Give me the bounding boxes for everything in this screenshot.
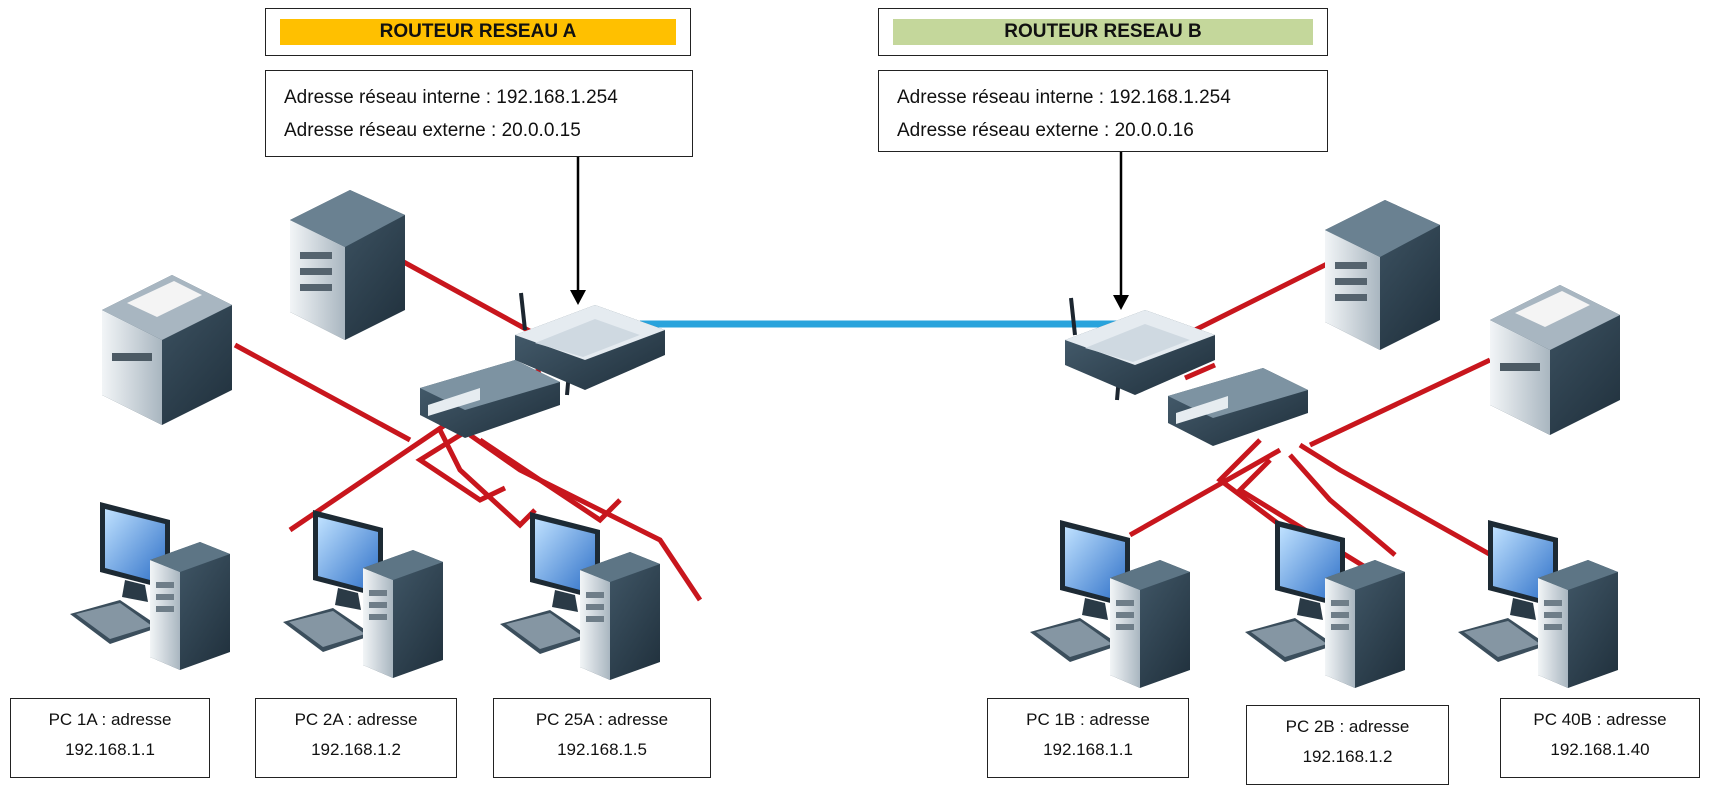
router-a-address-box: Adresse réseau interne : 192.168.1.254 A… [265,70,693,157]
pc-2a [283,510,443,678]
printer-a [102,275,232,425]
pc-2b-name: PC 2B : adresse [1285,717,1410,736]
router-b-title: ROUTEUR RESEAU B [893,19,1313,45]
router-b-arrow [1113,150,1129,310]
lan-a-cables [233,257,703,602]
router-b [1063,296,1217,402]
pc-1a [70,502,230,670]
switch-b [1168,368,1308,446]
router-b-title-box: ROUTEUR RESEAU B [878,8,1328,56]
router-a-internal-address: Adresse réseau interne : 192.168.1.254 [284,87,618,108]
router-b-internal-address: Adresse réseau interne : 192.168.1.254 [897,87,1231,108]
router-b-external-address: Adresse réseau externe : 20.0.0.16 [897,120,1194,141]
pc-25a-name: PC 25A : adresse [535,710,669,729]
pc-1b-label: PC 1B : adresse 192.168.1.1 [987,698,1189,778]
router-a-external-address: Adresse réseau externe : 20.0.0.15 [284,120,581,141]
pc-1a-label: PC 1A : adresse 192.168.1.1 [10,698,210,778]
pc-25a-label: PC 25A : adresse 192.168.1.5 [493,698,711,778]
pc-40b [1458,520,1618,688]
lan-b-cables [1128,252,1541,573]
pc-2b-ip: 192.168.1.2 [1302,747,1393,766]
pc-40b-name: PC 40B : adresse [1533,710,1667,729]
pc-40b-label: PC 40B : adresse 192.168.1.40 [1500,698,1700,778]
router-b-address-box: Adresse réseau interne : 192.168.1.254 A… [878,70,1328,152]
router-a-arrow [570,157,586,305]
pc-25a [500,512,660,680]
pc-2a-ip: 192.168.1.2 [311,740,401,759]
pc-2b-label: PC 2B : adresse 192.168.1.2 [1246,705,1449,785]
router-a-title: ROUTEUR RESEAU A [280,19,676,45]
pc-40b-ip: 192.168.1.40 [1550,740,1650,759]
pc-1b [1030,520,1190,688]
server-a [290,190,405,340]
pc-1a-name: PC 1A : adresse [48,710,172,729]
router-a-title-box: ROUTEUR RESEAU A [265,8,691,56]
pc-1b-name: PC 1B : adresse [1026,710,1150,729]
pc-1b-ip: 192.168.1.1 [1043,740,1133,759]
pc-1a-ip: 192.168.1.1 [65,740,155,759]
printer-b [1490,285,1620,435]
pc-2a-name: PC 2A : adresse [294,710,418,729]
server-b [1325,200,1440,350]
pc-25a-ip: 192.168.1.5 [557,740,647,759]
pc-2a-label: PC 2A : adresse 192.168.1.2 [255,698,457,778]
